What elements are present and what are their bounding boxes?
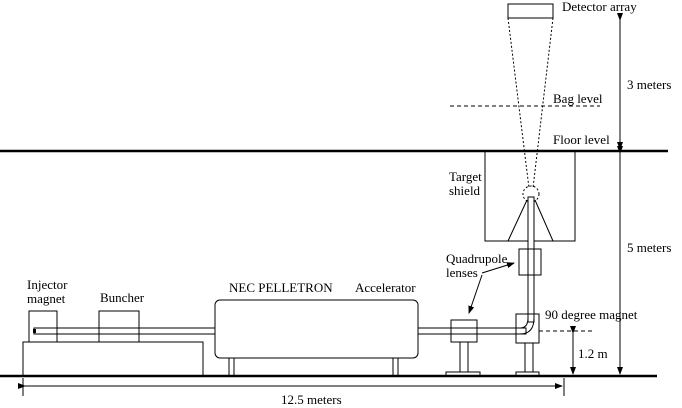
quadrupole-arrow-lower: [468, 274, 483, 314]
injector-magnet-label-1: Injector: [27, 277, 68, 292]
nec-pelletron-accelerator: [214, 299, 419, 359]
horizontal-quadrupole: [450, 319, 478, 343]
beam-height-label: 1.2 m: [578, 346, 608, 361]
target-cone-left: [507, 199, 528, 242]
quadrupole-arrow-upper: [481, 262, 515, 274]
injector-magnet-label-2: magnet: [27, 291, 66, 306]
ninety-degree-magnet-label: 90 degree magnet: [545, 307, 638, 322]
detector-array-label: Detector array: [562, 0, 637, 14]
vertical-beam-pipe-inner: [527, 248, 535, 276]
ion-source: [33, 329, 36, 333]
injector-platform: [22, 341, 204, 377]
target-shield-label-2: shield: [449, 183, 481, 198]
target-cone-right: [534, 199, 554, 242]
detector-cone-left: [507, 17, 530, 189]
bag-level-label: Bag level: [553, 91, 603, 106]
accelerator-label: Accelerator: [355, 280, 416, 295]
three-meters-label: 3 meters: [627, 77, 671, 92]
detector-cone-right: [532, 17, 554, 189]
floor-level-label: Floor level: [553, 132, 610, 147]
quadrupole-label-2: lenses: [446, 265, 478, 280]
accelerator-leg-right: [392, 357, 399, 377]
five-meters-label: 5 meters: [627, 240, 671, 255]
quadrupole-stand: [459, 341, 469, 373]
injector-magnet: [28, 310, 58, 343]
length-label: 12.5 meters: [281, 392, 342, 407]
buncher: [98, 310, 140, 343]
accelerator-leg-left: [228, 357, 235, 377]
beam-bend: [519, 317, 535, 335]
target-shield-label-1: Target: [449, 169, 482, 184]
buncher-label: Buncher: [100, 290, 145, 305]
detector-array: [507, 3, 554, 19]
nec-pelletron-label: NEC PELLETRON: [229, 280, 333, 295]
magnet-stand: [524, 342, 534, 373]
quadrupole-label-1: Quadrupole: [446, 251, 508, 266]
